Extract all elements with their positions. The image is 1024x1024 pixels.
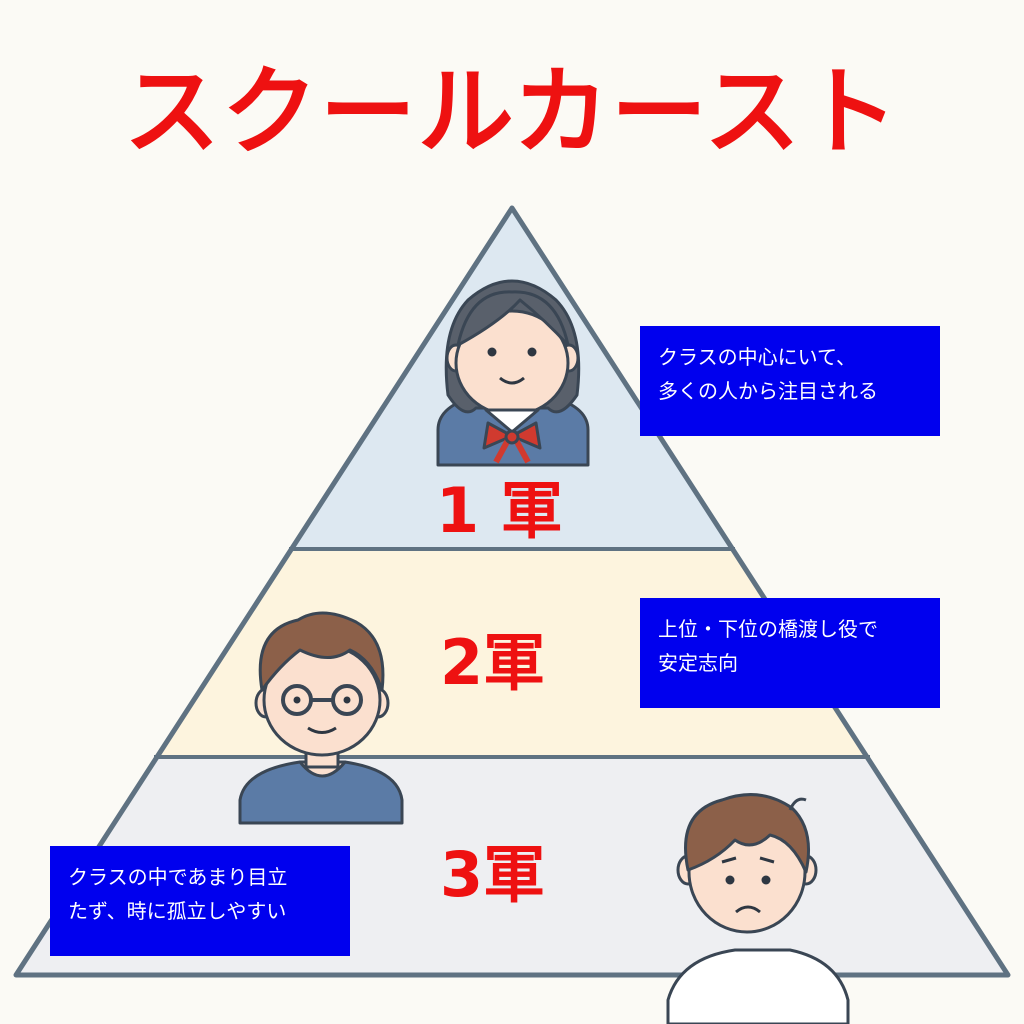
tier-2-description: 上位・下位の橋渡し役で 安定志向 xyxy=(640,598,940,708)
tier-3-description-line: クラスの中であまり目立 xyxy=(68,865,288,889)
tier-1-description-line: 多くの人から注目される xyxy=(658,379,878,403)
tier-3-description-line: たず、時に孤立しやすい xyxy=(68,899,287,923)
tier-3-description: クラスの中であまり目立 たず、時に孤立しやすい xyxy=(50,846,350,956)
tier-2-description-line: 上位・下位の橋渡し役で xyxy=(658,617,878,641)
tier-2-label: 2軍 xyxy=(440,626,546,699)
sad-boy-avatar-icon xyxy=(666,793,850,1024)
tier-2-description-line: 安定志向 xyxy=(658,651,738,675)
page-title: スクールカースト xyxy=(123,56,901,168)
tier-3-label: 3軍 xyxy=(440,838,546,911)
girl-avatar-icon xyxy=(436,279,590,467)
pyramid-outline xyxy=(13,205,1011,978)
tier-1-label: 1 軍 xyxy=(436,474,563,547)
boy-glasses-avatar-icon xyxy=(238,611,404,825)
tier-1-description: クラスの中心にいて、 多くの人から注目される xyxy=(640,326,940,436)
tier-1-description-line: クラスの中心にいて、 xyxy=(658,345,856,369)
